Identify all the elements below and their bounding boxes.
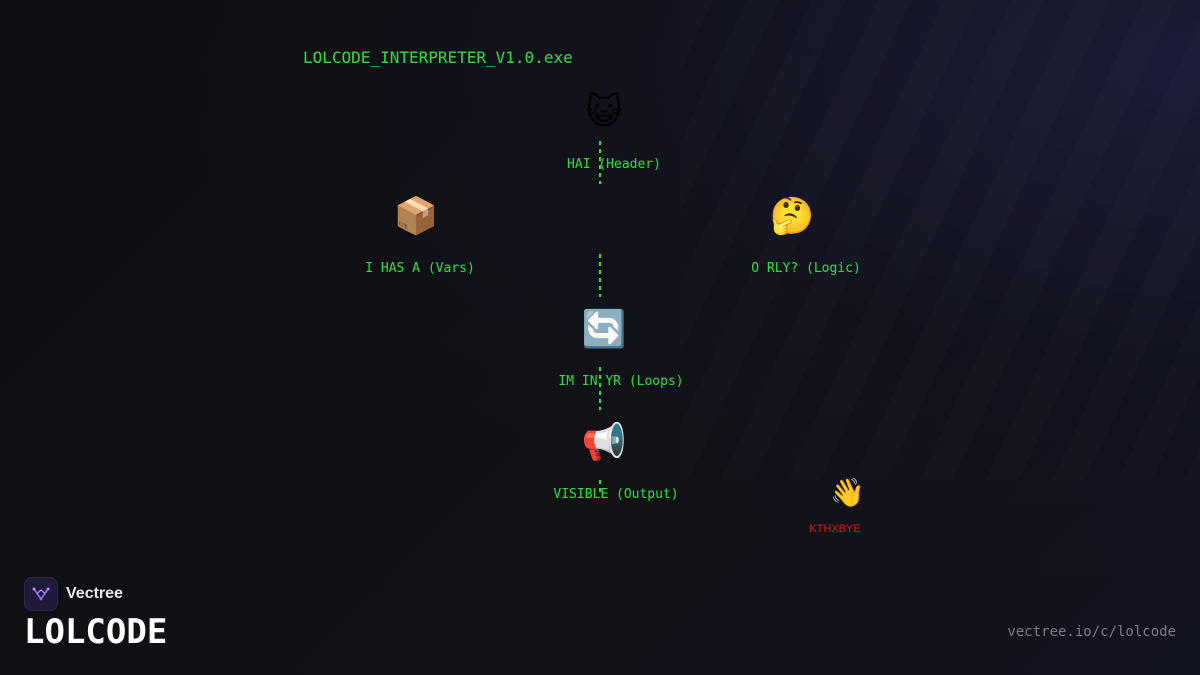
page-headline: LOLCODE xyxy=(24,612,168,652)
node-label-output: VISIBLE (Output) xyxy=(553,487,679,502)
node-label-loops: IM IN YR (Loops) xyxy=(558,374,684,389)
source-url: vectree.io/c/lolcode xyxy=(1007,624,1176,640)
brand: Vectree xyxy=(24,577,123,611)
node-label-vars: I HAS A (Vars) xyxy=(365,261,475,276)
end-label: KTHXBYE xyxy=(809,523,861,535)
node-label-logic: O RLY? (Logic) xyxy=(751,261,861,276)
node-label-header: HAI (Header) xyxy=(567,157,661,172)
loop-arrows-icon: 🔄 xyxy=(581,309,627,350)
smiling-cat-icon: 😺 xyxy=(585,92,623,133)
window-title: LOLCODE_INTERPRETER_V1.0.exe xyxy=(303,48,573,67)
brand-name: Vectree xyxy=(66,585,123,602)
megaphone-icon: 📢 xyxy=(581,422,627,463)
thinking-face-icon: 🤔 xyxy=(769,196,815,237)
package-icon: 📦 xyxy=(393,196,439,237)
vectree-logo-icon xyxy=(24,577,58,611)
waving-hand-icon: 👋 xyxy=(830,476,865,509)
